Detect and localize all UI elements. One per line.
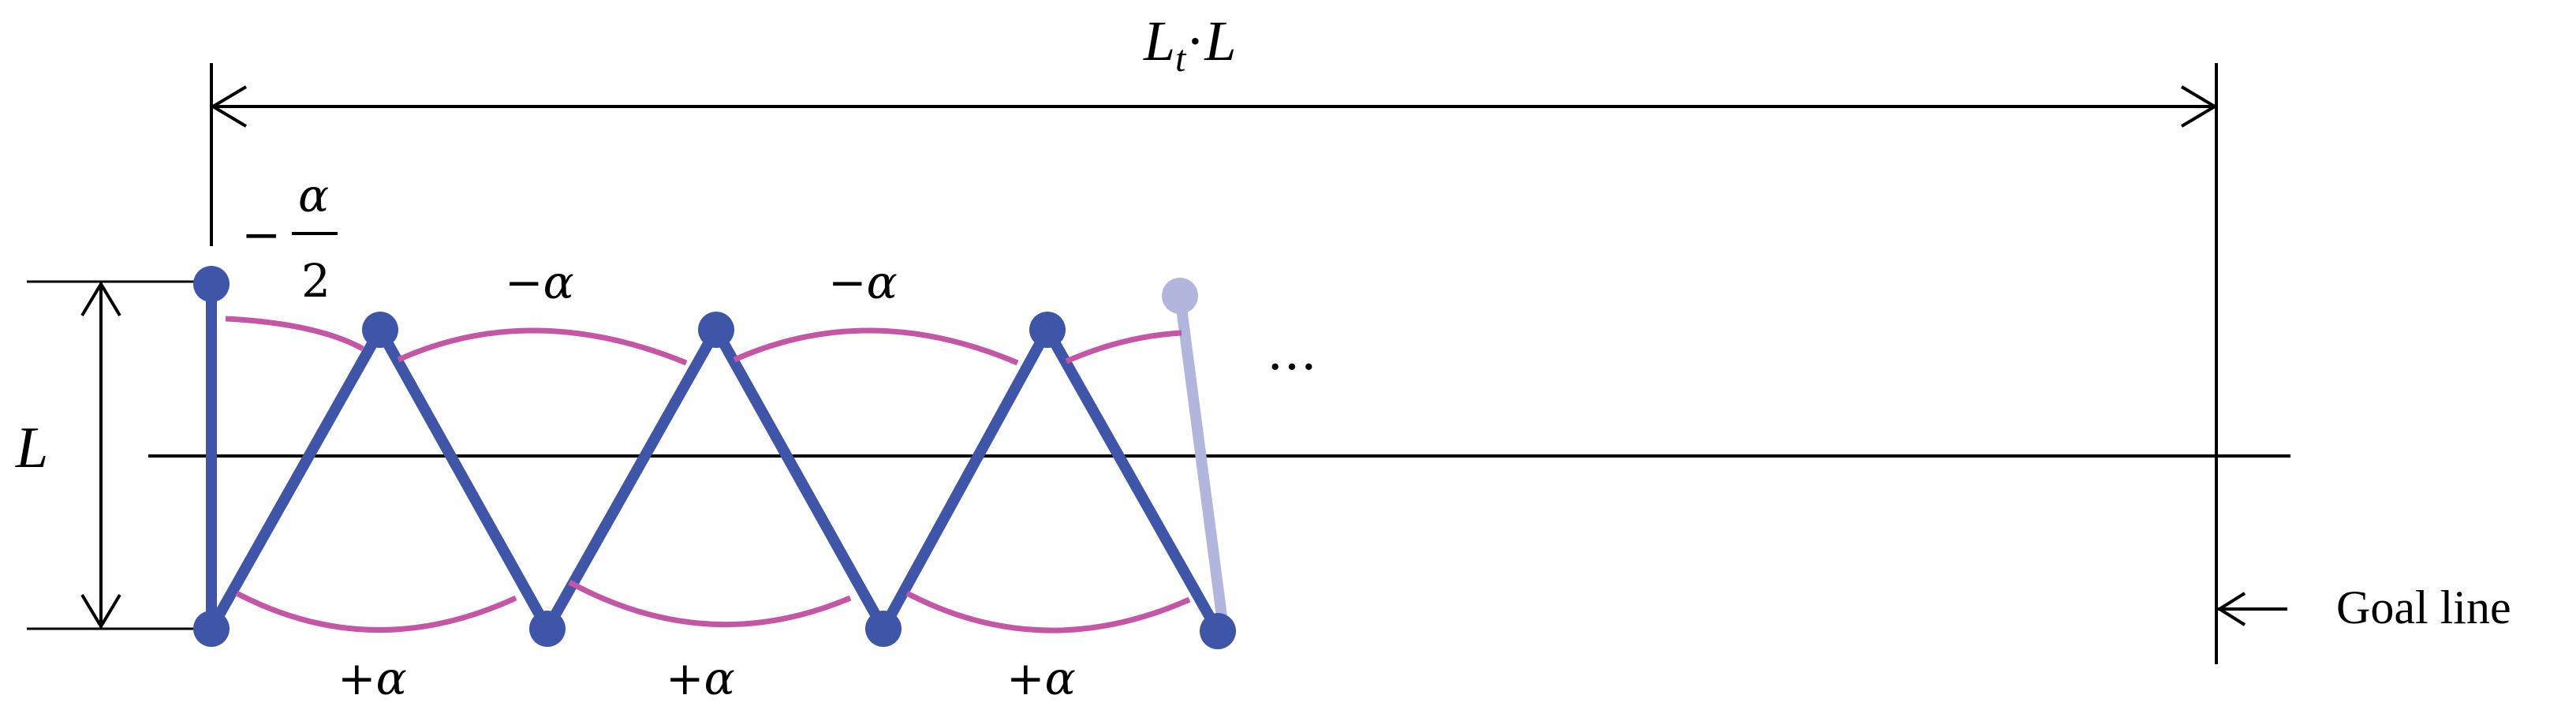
- first-angle-label: − α 2: [241, 169, 338, 308]
- joint: [1029, 312, 1066, 348]
- joint: [193, 611, 230, 647]
- top-rotation-arrows: [225, 316, 1182, 366]
- svg-text:α: α: [298, 169, 329, 222]
- goal-line-arrow: [2216, 592, 2287, 626]
- joint: [362, 312, 398, 348]
- joint: [865, 611, 902, 647]
- total-length-dimension: [210, 85, 2218, 128]
- top-angle-label: −α: [505, 256, 574, 309]
- faded-link: [1174, 290, 1230, 640]
- joints: [193, 266, 1236, 649]
- svg-text:2: 2: [301, 254, 330, 308]
- svg-text:−: −: [241, 207, 281, 263]
- joint: [193, 266, 230, 302]
- bottom-angle-label: +α: [338, 652, 407, 705]
- joint: [698, 312, 734, 348]
- joint: [529, 611, 566, 647]
- bottom-angle-label: +α: [1006, 652, 1076, 705]
- faded-joint: [1162, 278, 1198, 314]
- bottom-rotation-arrows: [235, 579, 1191, 633]
- joint: [1200, 613, 1236, 649]
- bottom-angle-label: +α: [666, 652, 735, 705]
- continuation-ellipsis: …: [1267, 323, 1317, 382]
- total-length-label: Lt·L: [1143, 9, 1236, 80]
- top-angle-label: −α: [828, 256, 898, 309]
- goal-line-label: Goal line: [2336, 581, 2511, 633]
- zigzag-chain: [206, 278, 1223, 637]
- link-length-label: L: [15, 416, 48, 480]
- link-length-dimension: [80, 281, 121, 630]
